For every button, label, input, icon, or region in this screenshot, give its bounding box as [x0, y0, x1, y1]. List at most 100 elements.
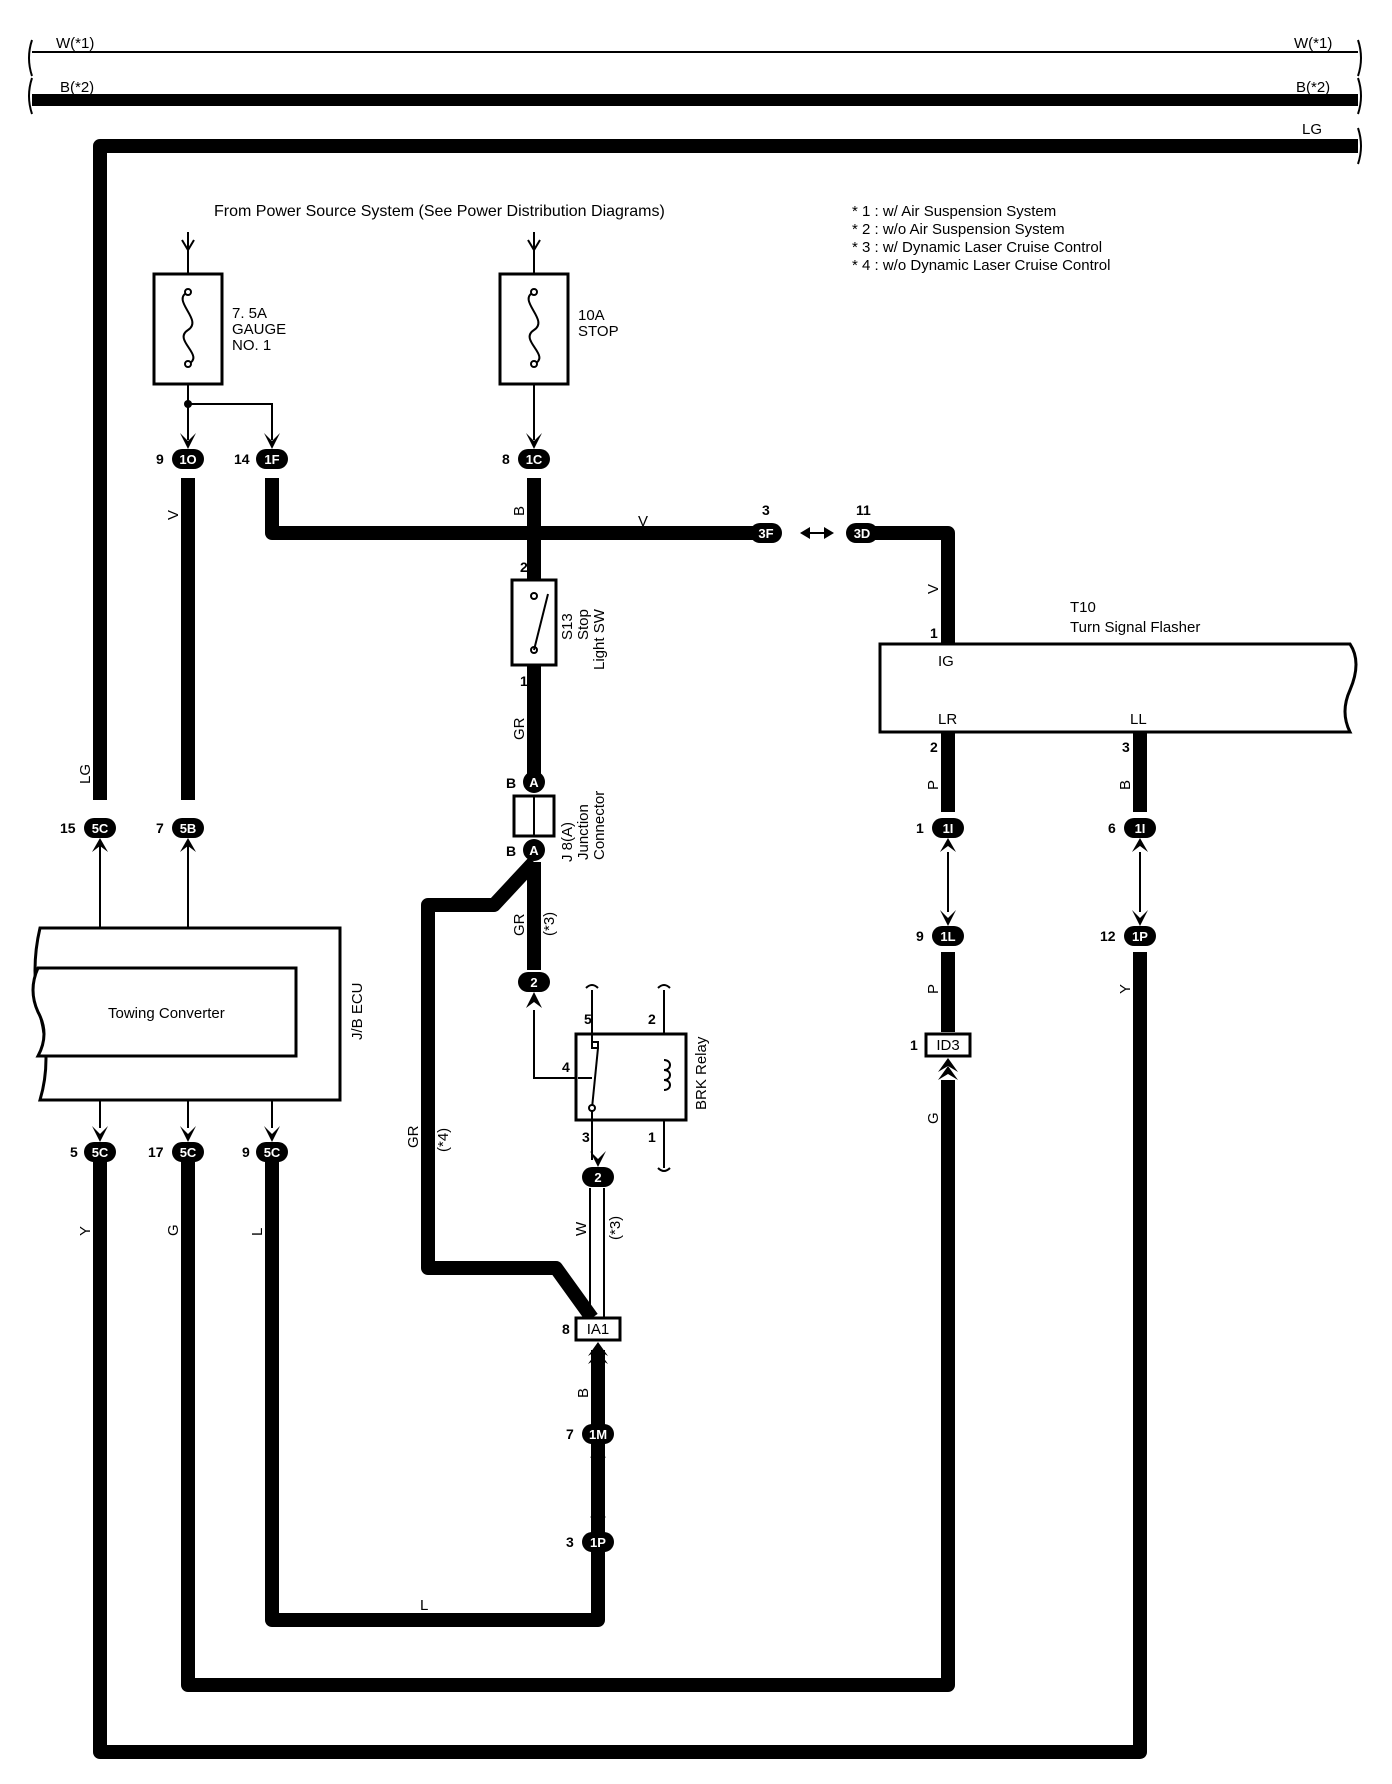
svg-text:9: 9 — [242, 1144, 250, 1160]
flasher-code: T10 — [1070, 599, 1096, 616]
fuse-gauge-name: GAUGE — [232, 321, 286, 338]
svg-text:GR: GR — [511, 717, 528, 740]
bus-b-label-right: B(*2) — [1296, 79, 1330, 96]
svg-text:B: B — [1117, 780, 1134, 790]
relay-pin-4: 4 — [562, 1059, 570, 1075]
svg-text:Y: Y — [77, 1226, 94, 1236]
svg-text:GR: GR — [405, 1125, 422, 1148]
svg-text:1P: 1P — [1132, 929, 1148, 944]
svg-text:3F: 3F — [758, 526, 773, 541]
fuse-stop-rating: 10A — [578, 307, 605, 324]
svg-text:LG: LG — [77, 764, 94, 784]
wire-lg-loop — [93, 139, 1358, 800]
svg-text:5C: 5C — [264, 1145, 281, 1160]
connector-1f: 1F 14 — [234, 433, 288, 469]
svg-text:(*4): (*4) — [435, 1128, 452, 1152]
wire-color-labels: V LG B V V GR GR (*3) GR (*4) W (*3) B P… — [77, 506, 1134, 1614]
wire-v-3d-flasher — [858, 526, 955, 644]
flasher-num-2: 2 — [930, 739, 938, 755]
svg-text:1C: 1C — [526, 452, 543, 467]
brk-relay: 5 2 4 3 1 BRK Relay — [562, 984, 710, 1172]
connector-3d: 3D 11 — [846, 502, 878, 543]
connector-1m: 1M 7 — [566, 1424, 614, 1458]
power-source-text: From Power Source System (See Power Dist… — [214, 203, 665, 220]
svg-text:1P: 1P — [590, 1535, 606, 1550]
note-2: * 2 : w/o Air Suspension System — [852, 221, 1065, 238]
svg-text:7: 7 — [156, 820, 164, 836]
connector-5b: 5B 7 — [156, 818, 204, 852]
svg-text:1: 1 — [916, 820, 924, 836]
connector-1i-1: 1I 1 — [916, 818, 964, 852]
svg-text:9: 9 — [156, 451, 164, 467]
header-buses: W(*1) W(*1) B(*2) B(*2) LG — [28, 35, 1362, 165]
flasher-pin-ig: IG — [938, 653, 954, 670]
svg-text:V: V — [165, 510, 182, 520]
wire-l-bottom — [265, 1160, 605, 1627]
svg-text:1: 1 — [910, 1037, 918, 1053]
svg-text:2: 2 — [530, 975, 537, 990]
flasher-name: Turn Signal Flasher — [1070, 619, 1200, 636]
svg-text:A: A — [529, 843, 539, 858]
svg-text:1L: 1L — [940, 929, 955, 944]
svg-text:G: G — [925, 1112, 942, 1124]
connector-a-bottom: A B — [506, 839, 545, 861]
svg-text:8: 8 — [562, 1321, 570, 1337]
svg-text:6: 6 — [1108, 820, 1116, 836]
thick-wires — [93, 139, 1358, 1759]
svg-text:IA1: IA1 — [587, 1321, 610, 1338]
svg-text:1O: 1O — [179, 452, 196, 467]
svg-text:L: L — [420, 1597, 428, 1614]
svg-text:(*3): (*3) — [541, 912, 558, 936]
svg-text:P: P — [925, 984, 942, 994]
connector-1l: 1L 9 — [916, 910, 964, 946]
svg-text:9: 9 — [916, 928, 924, 944]
bus-w-label-right: W(*1) — [1294, 35, 1332, 52]
connector-ia1: IA1 8 — [562, 1316, 622, 1364]
jb-ecu-label: J/B ECU — [349, 982, 366, 1040]
svg-text:V: V — [638, 513, 648, 530]
fuse-gauge-number: NO. 1 — [232, 337, 271, 354]
svg-text:1M: 1M — [589, 1427, 607, 1442]
svg-text:17: 17 — [148, 1144, 164, 1160]
wire-v-1f-3f — [265, 478, 760, 540]
svg-text:1I: 1I — [943, 821, 954, 836]
flasher-num-1: 1 — [930, 625, 938, 641]
stop-light-switch: 2 1 S13 Stop Light SW — [510, 559, 608, 689]
junction-code: J 8(A) — [559, 822, 576, 862]
svg-text:5C: 5C — [180, 1145, 197, 1160]
svg-text:B: B — [506, 775, 516, 791]
flasher-pin-lr: LR — [938, 711, 957, 728]
wire-y-1p-loop — [93, 952, 1147, 1759]
junction-name-2: Connector — [591, 791, 608, 860]
svg-text:P: P — [925, 780, 942, 790]
fuse-gauge: 7. 5A GAUGE NO. 1 — [152, 262, 286, 408]
svg-text:A: A — [529, 775, 539, 790]
svg-text:B: B — [506, 843, 516, 859]
svg-text:1F: 1F — [264, 452, 279, 467]
connector-1c: 1C 8 — [502, 433, 550, 469]
svg-text:5C: 5C — [92, 1145, 109, 1160]
connector-1o: 1O 9 — [156, 433, 204, 469]
svg-text:L: L — [249, 1228, 266, 1236]
relay-pin-1: 1 — [648, 1129, 656, 1145]
note-3: * 3 : w/ Dynamic Laser Cruise Control — [852, 239, 1102, 256]
stop-sw-name-1: Stop — [575, 609, 592, 640]
svg-text:V: V — [925, 584, 942, 594]
connector-a-top: A B — [506, 771, 545, 793]
stop-sw-pin-2: 2 — [520, 559, 528, 575]
svg-text:B: B — [511, 506, 528, 516]
towing-converter-label: Towing Converter — [108, 1005, 225, 1022]
svg-text:11: 11 — [856, 502, 871, 518]
connector-1p-12: 1P 12 — [1100, 910, 1156, 946]
bus-lg-label: LG — [1302, 121, 1322, 138]
svg-text:8: 8 — [502, 451, 510, 467]
power-arrows — [181, 232, 541, 262]
stop-sw-name-2: Light SW — [591, 608, 608, 670]
relay-pin-5: 5 — [584, 1011, 592, 1027]
junction-connector: J 8(A) Junction Connector — [512, 791, 608, 862]
wire-g-id3-loop — [181, 1080, 955, 1692]
svg-text:W: W — [573, 1221, 590, 1236]
fuse-stop-name: STOP — [578, 323, 619, 340]
fuse-gauge-rating: 7. 5A — [232, 305, 267, 322]
